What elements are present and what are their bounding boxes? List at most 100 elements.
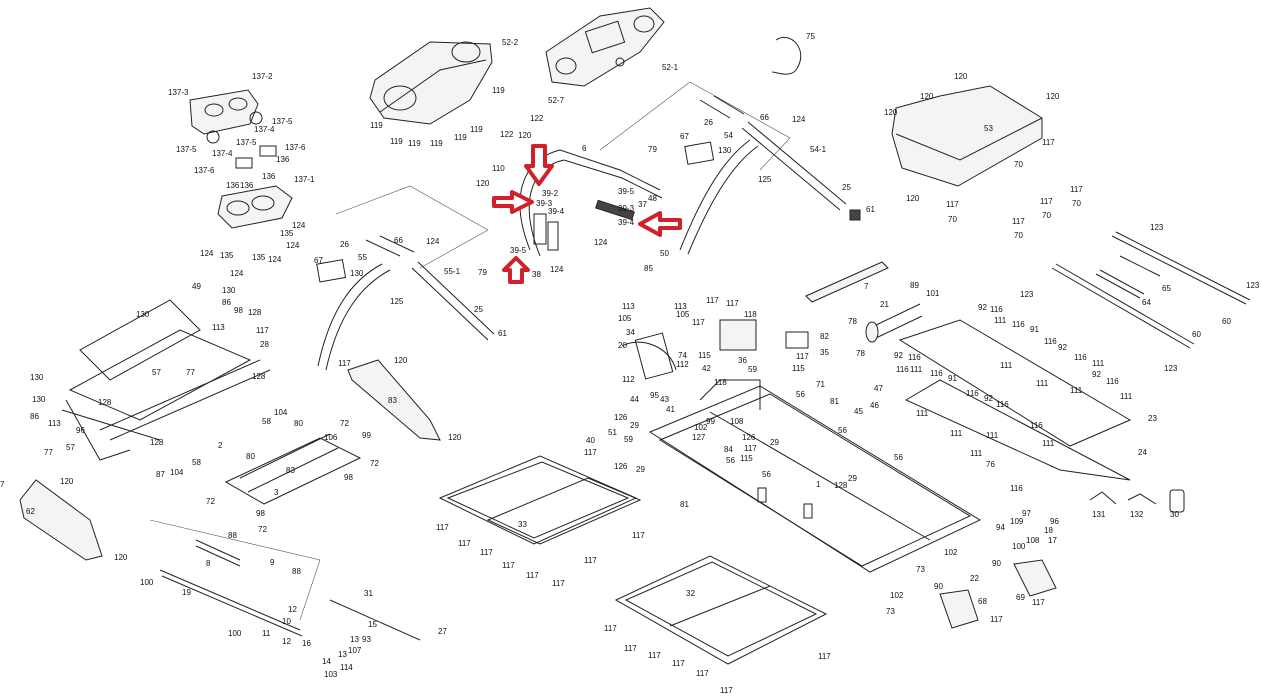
part-label: 114 xyxy=(340,663,353,672)
part-label: 1 xyxy=(816,480,821,489)
part-label: 35 xyxy=(820,348,829,357)
part-label: 16 xyxy=(302,639,311,648)
part-label: 57 xyxy=(152,368,161,377)
part-label: 26 xyxy=(340,240,349,249)
part-label: 62 xyxy=(26,507,35,516)
part-label: 72 xyxy=(206,497,215,506)
part-label: 130 xyxy=(136,310,150,319)
part-label: 26 xyxy=(704,118,713,127)
end-cap-69 xyxy=(1013,559,1057,597)
part-label: 97 xyxy=(1022,509,1031,518)
part-label: 120 xyxy=(954,72,968,81)
part-label: 66 xyxy=(760,113,769,122)
part-label: 33 xyxy=(518,520,527,529)
part-label: 74 xyxy=(678,351,687,360)
wrench-131 xyxy=(1089,491,1117,505)
part-label: 102 xyxy=(944,548,958,557)
part-label: 83 xyxy=(388,396,397,405)
part-label: 98 xyxy=(344,473,353,482)
part-label: 117 xyxy=(648,651,661,660)
part-label: 125 xyxy=(758,175,772,184)
part-label: 117 xyxy=(604,624,617,633)
part-label: 119 xyxy=(470,125,483,134)
part-label: 31 xyxy=(364,589,373,598)
part-label: 70 xyxy=(1014,160,1023,169)
part-label: 45 xyxy=(854,407,863,416)
part-label: 56 xyxy=(838,426,847,435)
part-label: 132 xyxy=(1130,510,1144,519)
part-label: 117 xyxy=(818,652,831,661)
part-label: 116 xyxy=(930,369,943,378)
part-label: 137-2 xyxy=(252,72,273,81)
part-label: 56 xyxy=(894,453,903,462)
part-label: 2 xyxy=(218,441,223,450)
part-label: 117 xyxy=(584,448,597,457)
part-label: 119 xyxy=(370,121,383,130)
part-label: 13 xyxy=(338,650,347,659)
part-label: 124 xyxy=(292,221,306,230)
part-label: 48 xyxy=(648,194,657,203)
part-label: 47 xyxy=(874,384,883,393)
part-label: 116 xyxy=(908,353,921,362)
part-label: 39-5 xyxy=(618,187,635,196)
part-label: 130 xyxy=(222,286,236,295)
part-label: 7 xyxy=(864,282,869,291)
part-label: 59 xyxy=(624,435,633,444)
part-label: 70 xyxy=(1014,231,1023,240)
part-label: 46 xyxy=(870,401,879,410)
part-label: 59 xyxy=(748,365,757,374)
base-frame-3 xyxy=(224,433,362,505)
wrench-132 xyxy=(1127,493,1157,505)
part-label: 61 xyxy=(866,205,875,214)
part-label: 136 xyxy=(276,155,290,164)
part-label: 92 xyxy=(894,351,903,360)
part-label: 117 xyxy=(946,200,959,209)
part-label: 83 xyxy=(286,466,295,475)
part-label: 80 xyxy=(294,419,303,428)
part-label: 122 xyxy=(530,114,544,123)
part-label: 8 xyxy=(206,559,211,568)
part-label: 116 xyxy=(1012,320,1025,329)
part-label: 85 xyxy=(644,264,653,273)
part-label: 91 xyxy=(1030,325,1039,334)
part-label: 56 xyxy=(726,456,735,465)
part-label: 100 xyxy=(228,629,242,638)
console-52-1 xyxy=(545,7,665,87)
right-handrail-assembly xyxy=(599,81,861,255)
part-label: 116 xyxy=(990,305,1003,314)
bottle-30 xyxy=(1169,489,1185,513)
part-label: 117 xyxy=(696,669,709,678)
part-label: 115 xyxy=(698,351,711,360)
part-label: 117 xyxy=(338,359,351,368)
part-label: 124 xyxy=(550,265,564,274)
part-label: 120 xyxy=(114,553,128,562)
part-label: 130 xyxy=(350,269,364,278)
part-labels: 137-3 137-2 137-5 137-4 137-5 137-5 137-… xyxy=(0,32,1260,695)
part-label: 119 xyxy=(430,139,443,148)
part-label: 120 xyxy=(884,108,898,117)
part-label: 52-1 xyxy=(662,63,679,72)
part-label: 100 xyxy=(140,578,154,587)
part-label: 70 xyxy=(1072,199,1081,208)
part-label: 111 xyxy=(1092,359,1105,368)
part-label: 117 xyxy=(1042,138,1055,147)
deck-23-24 xyxy=(898,319,1132,481)
part-label: 116 xyxy=(1010,484,1023,493)
part-label: 24 xyxy=(1138,448,1147,457)
part-label: 130 xyxy=(32,395,46,404)
roller-21 xyxy=(865,303,923,343)
part-label: 106 xyxy=(324,433,338,442)
part-label: 101 xyxy=(926,289,940,298)
part-label: 111 xyxy=(994,316,1007,325)
part-label: 43 xyxy=(660,395,669,404)
arrow-down xyxy=(524,144,554,186)
part-label: 7 xyxy=(0,480,5,489)
part-label: 120 xyxy=(920,92,934,101)
part-label: 14 xyxy=(322,657,331,666)
part-label: 112 xyxy=(676,360,689,369)
part-label: 122 xyxy=(500,130,514,139)
part-label: 93 xyxy=(362,635,371,644)
part-label: 34 xyxy=(626,328,635,337)
part-label: 126 xyxy=(742,433,756,442)
part-label: 89 xyxy=(910,281,919,290)
